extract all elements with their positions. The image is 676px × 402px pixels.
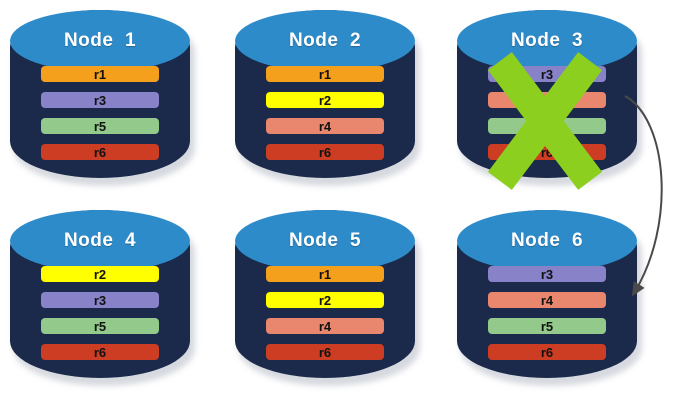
node-3-label: Node 3 <box>510 30 584 51</box>
replica-bar[interactable]: r4 <box>488 292 606 308</box>
replica-bar[interactable]: r5 <box>488 318 606 334</box>
node-2[interactable]: Node 2 r1 r2 r4 r6 <box>233 6 428 186</box>
node-6-replica-list: r3 r4 r5 r6 <box>488 266 606 370</box>
replica-bar[interactable]: r3 <box>41 92 159 108</box>
replica-bar[interactable]: r2 <box>266 92 384 108</box>
replica-bar[interactable]: r5 <box>41 318 159 334</box>
replica-bar[interactable]: r4 <box>266 118 384 134</box>
cylinder-top-ellipse <box>10 210 190 272</box>
cylinder-top-ellipse <box>457 210 637 272</box>
node-1-label: Node 1 <box>63 30 137 51</box>
replica-bar[interactable]: r5 <box>488 118 606 134</box>
replica-bar[interactable]: r6 <box>488 344 606 360</box>
cylinder-top-ellipse <box>235 210 415 272</box>
node-4-label: Node 4 <box>63 230 137 251</box>
node-3[interactable]: Node 3 r3 r4 r5 r6 <box>455 6 650 190</box>
replica-bar[interactable]: r3 <box>488 266 606 282</box>
replica-bar[interactable]: r4 <box>488 92 606 108</box>
replica-bar[interactable]: r4 <box>266 318 384 334</box>
replica-bar[interactable]: r5 <box>41 118 159 134</box>
node-1-replica-list: r1 r3 r5 r6 <box>41 66 159 170</box>
replica-bar[interactable]: r6 <box>266 344 384 360</box>
node-6-label: Node 6 <box>510 230 584 251</box>
replica-bar[interactable]: r2 <box>41 266 159 282</box>
replica-bar[interactable]: r1 <box>266 66 384 82</box>
node-6[interactable]: Node 6 r3 r4 r5 r6 <box>455 206 650 386</box>
cylinder-top-ellipse <box>10 10 190 72</box>
replica-bar[interactable]: r6 <box>41 344 159 360</box>
replica-bar[interactable]: r6 <box>266 144 384 160</box>
node-5-label: Node 5 <box>288 230 362 251</box>
node-5[interactable]: Node 5 r1 r2 r4 r6 <box>233 206 428 386</box>
replica-bar[interactable]: r6 <box>41 144 159 160</box>
node-2-replica-list: r1 r2 r4 r6 <box>266 66 384 170</box>
replica-bar[interactable]: r3 <box>41 292 159 308</box>
replica-bar[interactable]: r1 <box>266 266 384 282</box>
cylinder-top-ellipse <box>235 10 415 72</box>
node-3-replica-list: r3 r4 r5 r6 <box>488 66 606 170</box>
replica-bar[interactable]: r3 <box>488 66 606 82</box>
replica-bar[interactable]: r1 <box>41 66 159 82</box>
node-4[interactable]: Node 4 r2 r3 r5 r6 <box>8 206 203 386</box>
node-5-replica-list: r1 r2 r4 r6 <box>266 266 384 370</box>
node-1[interactable]: Node 1 r1 r3 r5 r6 <box>8 6 203 186</box>
node-4-replica-list: r2 r3 r5 r6 <box>41 266 159 370</box>
replica-bar[interactable]: r2 <box>266 292 384 308</box>
node-2-label: Node 2 <box>288 30 362 51</box>
replica-bar[interactable]: r6 <box>488 144 606 160</box>
